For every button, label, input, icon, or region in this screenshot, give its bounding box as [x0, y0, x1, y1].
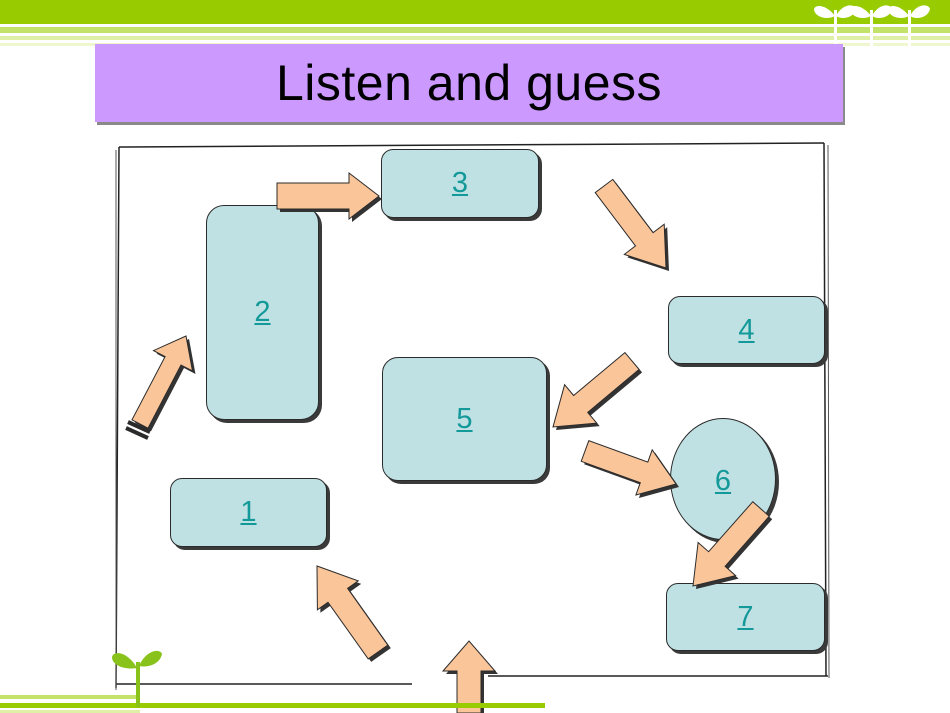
arrow-tail-stripe — [125, 426, 149, 440]
route-arrow-1-to-2 — [131, 335, 194, 429]
route-arrow-5-to-6-shadow — [584, 443, 679, 498]
location-box-5[interactable]: 5 — [382, 357, 547, 481]
map-border-left — [115, 146, 120, 689]
route-arrow-1-to-2-shadow — [135, 339, 196, 432]
route-arrow-4-to-5 — [552, 351, 640, 428]
location-box-7[interactable]: 7 — [666, 583, 825, 651]
location-link-3[interactable]: 3 — [451, 167, 469, 199]
location-box-1[interactable]: 1 — [170, 478, 327, 547]
header-stripe — [0, 27, 950, 33]
sprout-icon — [0, 650, 545, 713]
title-box: Listen and guess — [95, 44, 843, 122]
sprout-icon — [814, 5, 930, 60]
page-title: Listen and guess — [275, 55, 663, 111]
header-band — [0, 0, 950, 24]
location-link-7[interactable]: 7 — [737, 600, 754, 633]
location-box-2[interactable]: 2 — [206, 205, 319, 420]
header-stripe — [0, 36, 950, 40]
route-arrow-4-to-5-shadow — [556, 355, 643, 430]
location-link-6[interactable]: 6 — [714, 464, 732, 497]
location-link-4[interactable]: 4 — [738, 313, 755, 346]
location-link-5[interactable]: 5 — [456, 402, 473, 435]
map-border-top — [118, 142, 825, 148]
location-link-2[interactable]: 2 — [254, 296, 271, 328]
route-arrow-3-to-4 — [594, 178, 667, 269]
location-circle-6[interactable]: 6 — [670, 418, 776, 540]
route-arrow-3-to-4-shadow — [598, 182, 669, 271]
location-box-4[interactable]: 4 — [668, 296, 825, 364]
location-box-3[interactable]: 3 — [381, 149, 539, 218]
arrow-tail-stripe — [127, 420, 151, 434]
location-link-1[interactable]: 1 — [240, 496, 257, 528]
route-arrow-5-to-6 — [580, 440, 677, 496]
